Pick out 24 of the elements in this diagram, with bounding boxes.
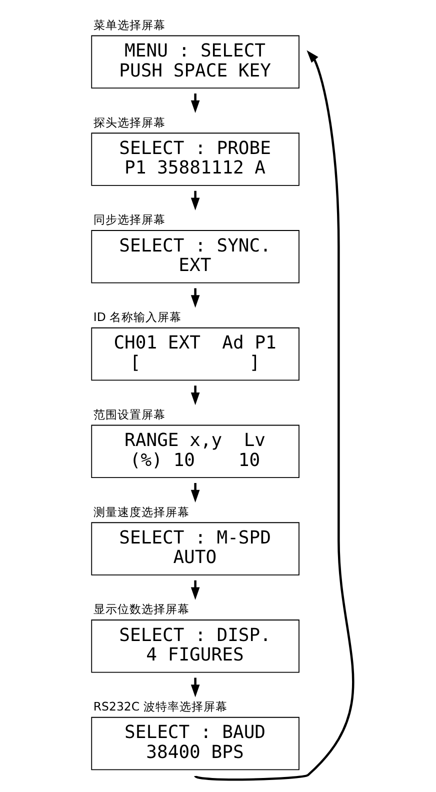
arrow [190, 288, 200, 308]
node-box: SELECT : PROBE P1 35881112 A [91, 132, 300, 186]
arrow [190, 678, 200, 698]
arrow [190, 386, 200, 406]
node-box: CH01 EXT Ad P1 [ ] [91, 327, 300, 381]
node-box: SELECT : DISP. 4 FIGURES [91, 620, 300, 673]
node-box: SELECT : SYNC. EXT [91, 230, 300, 284]
node-box: MENU : SELECT PUSH SPACE KEY [91, 35, 300, 88]
node-label: RS232C 波特率选择屏幕 [93, 700, 228, 714]
arrow [195, 50, 354, 781]
node-box: SELECT : BAUD 38400 BPS [91, 716, 300, 770]
arrow [190, 483, 200, 503]
node-label: 同步选择屏幕 [93, 212, 166, 227]
node-label: 测量速度选择屏幕 [93, 504, 190, 519]
node-label: ID 名称输入屏幕 [93, 310, 182, 324]
node-label: 探头选择屏幕 [93, 115, 166, 130]
node-box: RANGE x,y Lv (%) 10 10 [91, 424, 300, 478]
node-label: 范围设置屏幕 [93, 407, 166, 422]
arrow [190, 190, 200, 210]
arrow [190, 93, 200, 114]
node-box: SELECT : M-SPD AUTO [91, 522, 300, 576]
node-label: 菜单选择屏幕 [93, 18, 166, 32]
arrow [190, 580, 200, 600]
node-label: 显示位数选择屏幕 [93, 602, 190, 616]
